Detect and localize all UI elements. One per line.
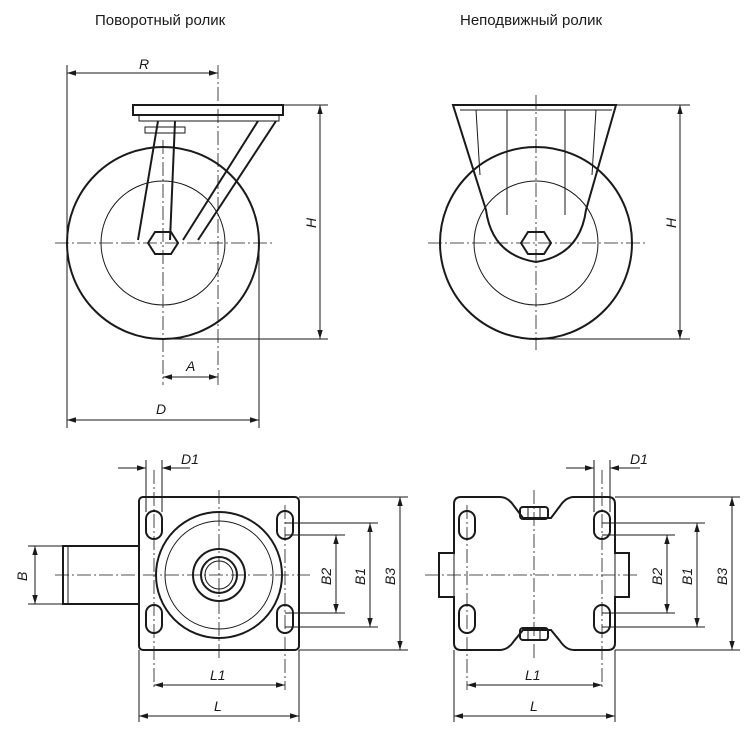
fixed-wheel-rim xyxy=(473,180,599,306)
swivel-wheel-rim xyxy=(100,180,226,306)
fixed-bracket-rib-1 xyxy=(475,109,481,176)
dim-b1-label-swivel: B1 xyxy=(352,568,368,585)
swivel-slot-bottom-left xyxy=(145,604,163,634)
swivel-bolt-holes xyxy=(145,510,294,634)
fixed-caster-title: Неподвижный ролик xyxy=(460,12,603,29)
fixed-top-view: D1 B2 B1 B3 L1 L xyxy=(425,451,740,722)
swivel-slot-top-left xyxy=(145,510,163,540)
swivel-side-view: R H A D xyxy=(55,56,328,428)
fixed-slot-bottom-right xyxy=(593,604,611,634)
dim-l1-label-fixed: L1 xyxy=(525,667,541,683)
dim-d1-label-fixed: D1 xyxy=(630,451,648,467)
dim-b1-label-fixed: B1 xyxy=(679,568,695,585)
swivel-bearing xyxy=(138,114,280,122)
dim-b2-label-fixed: B2 xyxy=(649,568,665,585)
dim-d-label: D xyxy=(156,401,166,417)
fixed-bracket-rib-4 xyxy=(591,109,597,176)
swivel-slot-bottom-right xyxy=(276,604,294,634)
dim-b3-label-fixed: B3 xyxy=(714,568,730,585)
swivel-top-view: D1 B B2 B1 B3 L1 L xyxy=(14,451,408,722)
fixed-slot-bottom-left xyxy=(458,604,476,634)
swivel-caster-title: Поворотный ролик xyxy=(95,12,226,29)
dim-l-label-fixed: L xyxy=(530,698,538,714)
fixed-side-view: H xyxy=(428,95,690,350)
fixed-mounting-plate xyxy=(438,496,630,651)
dim-d1-label-swivel: D1 xyxy=(181,451,199,467)
dim-l1-label-swivel: L1 xyxy=(210,667,226,683)
fixed-slot-top-right xyxy=(593,510,611,540)
swivel-slot-top-right xyxy=(276,510,294,540)
swivel-brake-lever xyxy=(144,126,186,134)
swivel-top-plate xyxy=(132,104,284,116)
dim-h-label-fixed: H xyxy=(663,217,679,228)
dim-a-label: A xyxy=(185,358,195,374)
fixed-bolt-holes xyxy=(458,510,611,634)
fixed-slot-top-left xyxy=(458,510,476,540)
swivel-fork xyxy=(137,120,277,241)
dim-b-label: B xyxy=(14,572,30,581)
dim-b2-label-swivel: B2 xyxy=(318,568,334,585)
dim-r-label: R xyxy=(139,56,149,72)
dim-h-label-swivel: H xyxy=(303,217,319,228)
dim-l-label-swivel: L xyxy=(214,698,222,714)
dim-b3-label-swivel: B3 xyxy=(382,568,398,585)
